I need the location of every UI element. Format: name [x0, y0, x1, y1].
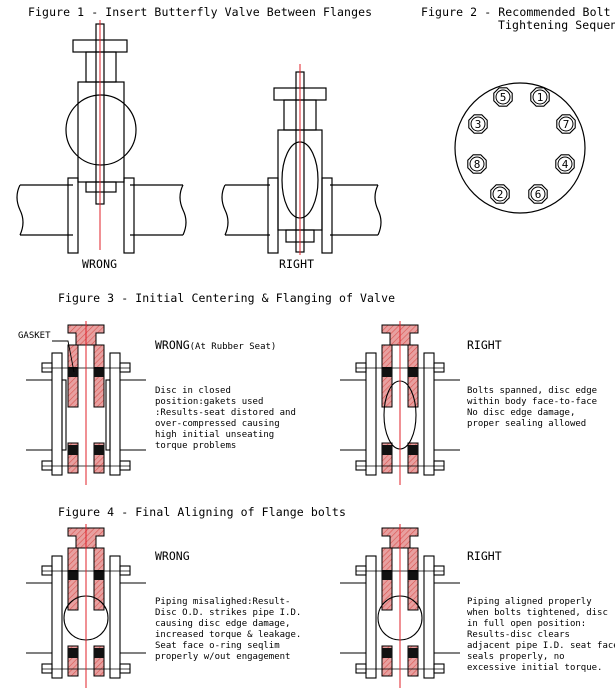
bolt-number-3: 3 — [475, 118, 482, 131]
bolt-number-2: 2 — [497, 188, 504, 201]
fig1-right-label: RIGHT — [279, 257, 315, 271]
bolt-2: 2 — [490, 184, 510, 204]
fig2-bolts: 1 2 3 4 5 6 7 8 — [467, 87, 576, 204]
fig1-right-valve — [221, 71, 382, 254]
fig3-right-section — [340, 321, 460, 485]
fig4-title: Figure 4 - Final Aligning of Flange bolt… — [58, 505, 346, 519]
fig1-wrong-label: WRONG — [82, 257, 118, 271]
bolt-3: 3 — [468, 114, 488, 134]
bolt-number-6: 6 — [535, 188, 542, 201]
fig2-title-line2: Tightening Sequence — [498, 18, 615, 32]
fig3-right-heading: RIGHT — [467, 338, 502, 352]
fig2-bolt-circle — [454, 82, 586, 214]
fig3-wrong-section — [26, 321, 146, 485]
bolt-7: 7 — [556, 114, 576, 134]
fig4-right-heading: RIGHT — [467, 549, 502, 563]
bolt-4: 4 — [555, 154, 575, 174]
bolt-number-5: 5 — [500, 91, 507, 104]
valve-sections — [26, 321, 460, 688]
bolt-1: 1 — [530, 87, 550, 107]
fig1-title: Figure 1 - Insert Butterfly Valve Betwee… — [28, 5, 373, 19]
bolt-number-4: 4 — [562, 158, 569, 171]
gasket-leader-line — [52, 340, 75, 373]
bolt-number-7: 7 — [563, 118, 570, 131]
bolt-5: 5 — [493, 87, 513, 107]
fig4-wrong-heading: WRONG — [155, 549, 190, 563]
bolt-8: 8 — [467, 154, 487, 174]
fig4-wrong-text: Piping misalighed:Result-Disc O.D. strik… — [155, 597, 302, 662]
bolt-number-1: 1 — [537, 91, 544, 104]
fig3-gasket-label: GASKET — [18, 331, 51, 341]
fig3-wrong-heading: WRONG(At Rubber Seat) — [155, 338, 277, 353]
fig3-title: Figure 3 - Initial Centering & Flanging … — [58, 291, 396, 305]
fig2-title-line1: Figure 2 - Recommended Bolt — [421, 5, 611, 19]
fig1-wrong-valve — [16, 23, 187, 254]
fig4-wrong-section — [26, 524, 146, 688]
fig4-right-section — [340, 524, 460, 688]
bolt-number-8: 8 — [474, 158, 481, 171]
bolt-6: 6 — [528, 184, 548, 204]
